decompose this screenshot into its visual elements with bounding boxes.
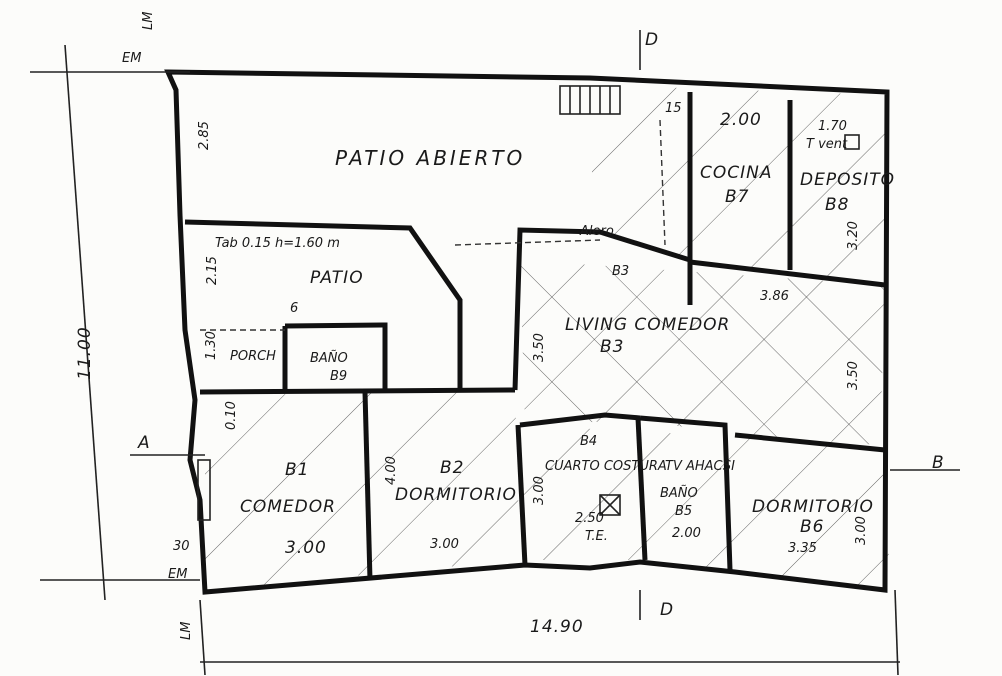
- dim-300c: 3.00: [532, 476, 547, 505]
- marker-lm-bottom: LM: [179, 622, 194, 640]
- room-costura: CUARTO COSTURA: [545, 459, 667, 474]
- section-markers: A B D D EM EM LM LM: [122, 12, 945, 640]
- dimension-lines: [30, 30, 960, 676]
- marker-em-bottom: EM: [168, 567, 187, 582]
- dim-130: 1.30: [204, 331, 219, 360]
- dim-010: 0.10: [224, 401, 239, 430]
- dim-200: 2.00: [720, 110, 762, 130]
- dim-300d: 3.00: [854, 516, 869, 545]
- stairs: [559, 85, 621, 115]
- floor-hatching: [205, 85, 890, 590]
- marker-b: B: [932, 453, 945, 473]
- dim-total-w: 14.90: [530, 617, 584, 637]
- dim-300a: 3.00: [285, 538, 327, 558]
- room-bano5-tv: TV AHACSI: [665, 459, 735, 474]
- dashed-lines: [200, 119, 666, 331]
- notes: Tab 0.15 h=1.60 m Alero T vent T.E.: [215, 137, 848, 544]
- dim-15a: 15: [665, 101, 682, 116]
- marker-a: A: [137, 433, 151, 453]
- room-dormitorio-2: DORMITORIO: [395, 485, 517, 505]
- room-dormitorio-6: DORMITORIO: [752, 497, 874, 517]
- window: [197, 459, 211, 521]
- room-living-code: B3: [600, 337, 624, 357]
- dim-335: 3.35: [788, 541, 817, 556]
- room-living: LIVING COMEDOR: [565, 315, 730, 335]
- room-comedor: COMEDOR: [240, 497, 336, 517]
- room-dormitorio-2-code: B2: [440, 458, 464, 478]
- room-labels: PATIO ABIERTO PATIO COCINA B7 DEPOSITO B…: [230, 146, 895, 537]
- dim-30: 30: [173, 539, 190, 554]
- note-alero: Alero: [579, 224, 614, 239]
- dim-215: 2.15: [205, 256, 220, 285]
- dim-170: 1.70: [818, 119, 847, 134]
- marker-d-top: D: [645, 30, 659, 50]
- dimension-labels: 11.00 14.90 2.00 1.70 3.86 3.50 3.50 3.0…: [75, 101, 869, 637]
- dim-p6: 6: [290, 301, 298, 316]
- room-costura-code: B4: [580, 434, 597, 449]
- room-comedor-code: B1: [285, 460, 309, 480]
- room-bano5-code: B5: [675, 504, 692, 519]
- room-cocina: COCINA: [700, 163, 772, 183]
- dim-total-h: 11.00: [75, 326, 95, 380]
- note-vent: T vent: [806, 137, 848, 152]
- dim-386: 3.86: [760, 289, 789, 304]
- marker-d-bottom: D: [660, 600, 674, 620]
- room-patio: PATIO: [310, 268, 364, 288]
- dim-320: 3.20: [846, 221, 861, 250]
- note-te: T.E.: [585, 529, 608, 544]
- marker-em-top: EM: [122, 51, 141, 66]
- room-deposito-code: B8: [825, 195, 849, 215]
- room-cocina-code: B7: [725, 187, 749, 207]
- dim-300b: 3.00: [430, 537, 459, 552]
- dim-285: 2.85: [197, 121, 212, 150]
- dim-250: 2.50: [575, 511, 604, 526]
- dim-400: 4.00: [384, 456, 399, 485]
- room-patio-abierto: PATIO ABIERTO: [335, 146, 525, 170]
- dim-b3b3: B3: [612, 264, 629, 279]
- interior-walls: [184, 92, 886, 581]
- dim-200b: 2.00: [672, 526, 701, 541]
- room-bano9: BAÑO: [310, 350, 348, 366]
- room-bano5: BAÑO: [660, 485, 698, 501]
- te-box: [599, 494, 621, 516]
- room-bano9-code: B9: [330, 369, 347, 384]
- vent-box: [844, 134, 860, 150]
- dim-350b: 3.50: [846, 361, 861, 390]
- room-deposito: DEPOSITO: [800, 170, 895, 190]
- note-tab: Tab 0.15 h=1.60 m: [215, 236, 340, 251]
- room-porch: PORCH: [230, 349, 276, 364]
- dim-350a: 3.50: [532, 333, 547, 362]
- outer-walls: [164, 69, 890, 595]
- marker-lm-top: LM: [141, 12, 156, 30]
- room-dormitorio-6-code: B6: [800, 517, 824, 537]
